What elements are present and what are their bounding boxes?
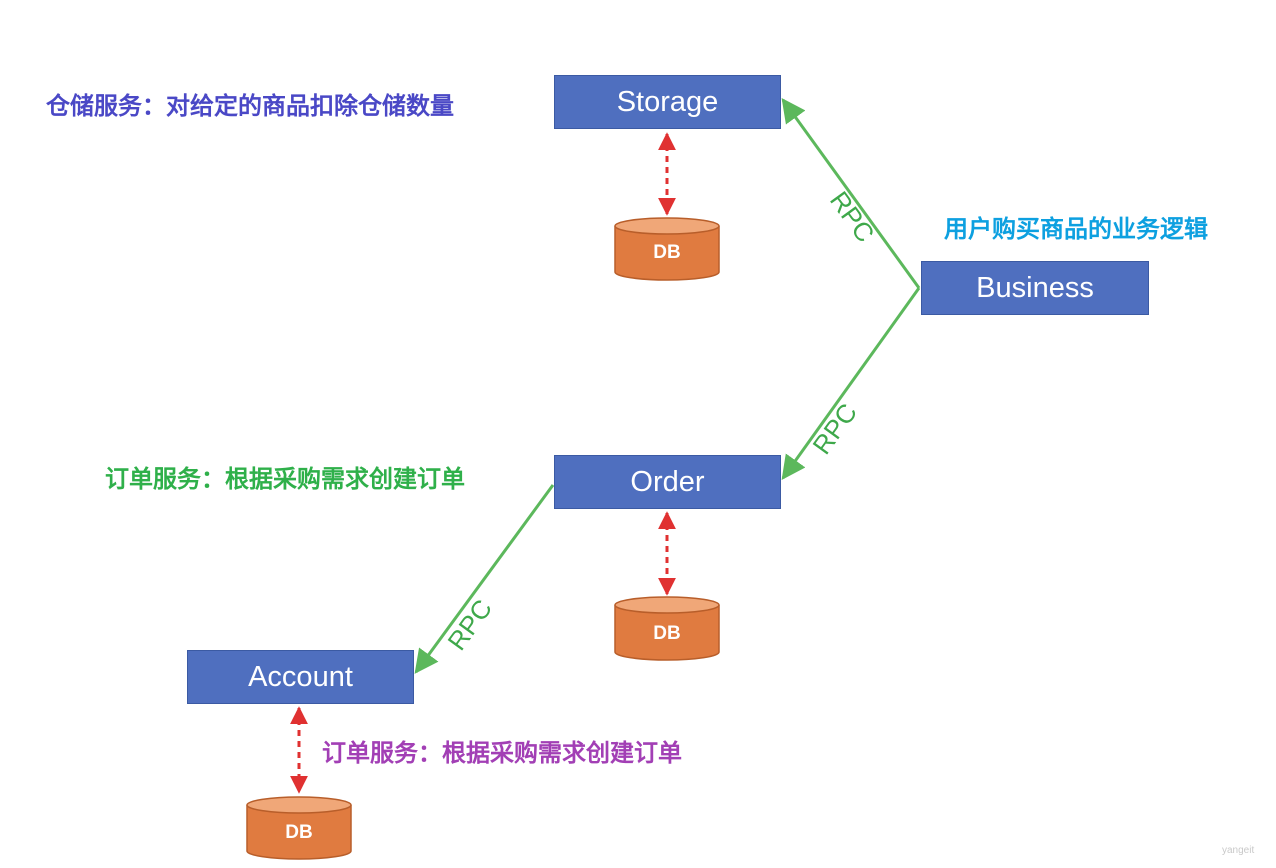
storage-note: 仓储服务：对给定的商品扣除仓储数量	[46, 92, 454, 120]
rpc-label-order: RPC	[806, 398, 863, 460]
db-cylinder-order: DB	[614, 596, 720, 661]
watermark: yangeit	[1222, 845, 1255, 856]
storage-service-box: Storage	[554, 75, 781, 129]
db-label: DB	[653, 242, 680, 263]
account-service-box: Account	[187, 650, 414, 704]
rpc-line-business-order	[781, 287, 921, 480]
db-cylinder-account: DB	[246, 796, 352, 860]
db-label: DB	[285, 822, 312, 843]
order-service-box: Order	[554, 455, 781, 509]
rpc-label-storage: RPC	[824, 186, 881, 248]
db-cylinder-storage: DB	[614, 217, 720, 281]
db-label: DB	[653, 623, 680, 644]
account-note: 订单服务：根据采购需求创建订单	[322, 739, 682, 767]
business-service-box: Business	[921, 261, 1149, 315]
rpc-line-order-account	[414, 484, 555, 674]
order-note: 订单服务：根据采购需求创建订单	[105, 465, 465, 493]
business-note: 用户购买商品的业务逻辑	[944, 215, 1208, 243]
rpc-line-business-storage	[781, 98, 921, 289]
